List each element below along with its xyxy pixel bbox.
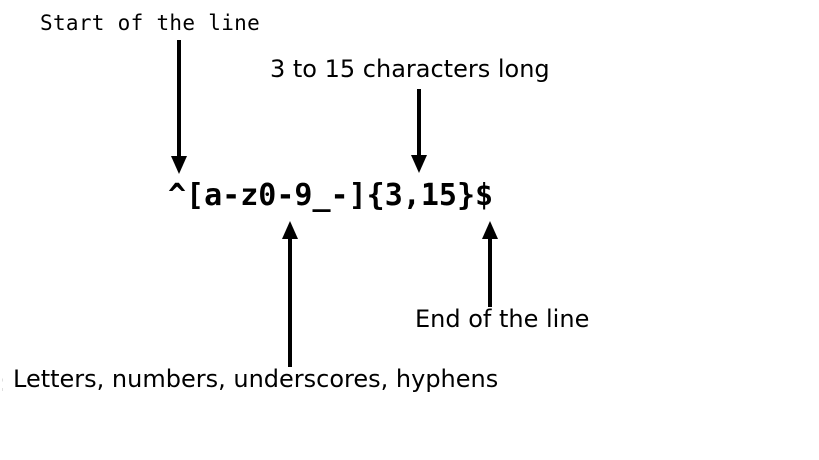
arrow-up-to-character-class (279, 221, 301, 367)
regex-expression: ^[a-z0-9_-]{3,15}$ (168, 178, 494, 213)
clipped-colon-artifact: : (0, 372, 3, 394)
arrow-down-to-quantifier (408, 89, 430, 174)
annotation-label-character-class: Letters, numbers, underscores, hyphens (13, 365, 499, 393)
arrow-down-to-caret (168, 40, 190, 175)
annotation-label-end-of-line: End of the line (415, 305, 590, 333)
annotation-label-length: 3 to 15 characters long (270, 55, 550, 83)
annotation-label-start-of-line: Start of the line (40, 11, 261, 35)
arrow-up-to-dollar (479, 221, 501, 307)
